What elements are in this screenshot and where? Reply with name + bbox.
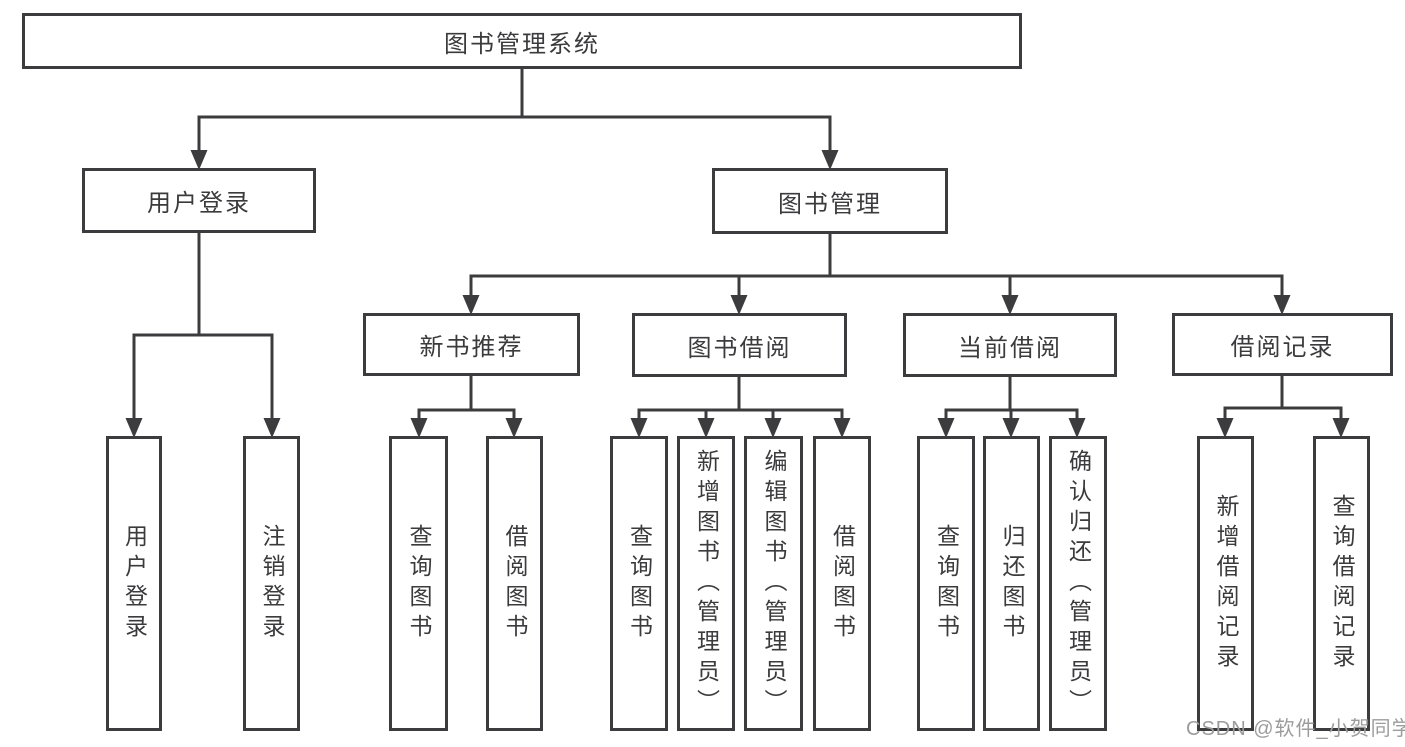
node-book-management: 图书管理 <box>712 168 948 234</box>
leaf-user-login: 用户登录 <box>106 436 162 731</box>
csdn-watermark: CSDN @软件_小贺同学 <box>1186 718 1405 740</box>
leaf-confirm-return-admin: 确认归还（管理员） <box>1049 436 1107 731</box>
leaf-query-borrow-record-label: 查询借阅记录 <box>1329 493 1355 674</box>
leaf-add-borrow-record: 新增借阅记录 <box>1197 436 1254 731</box>
node-user-login: 用户登录 <box>82 168 316 233</box>
leaf-query-books-borrow-label: 查询图书 <box>626 523 653 644</box>
leaf-user-login-label: 用户登录 <box>121 523 148 644</box>
leaf-edit-books-admin: 编辑图书（管理员） <box>744 436 803 731</box>
leaf-edit-books-admin-label: 编辑图书（管理员） <box>761 448 787 719</box>
node-current-borrow: 当前借阅 <box>903 313 1117 377</box>
leaf-add-borrow-record-label: 新增借阅记录 <box>1213 493 1239 674</box>
leaf-query-books-recommend: 查询图书 <box>389 436 448 731</box>
node-new-book-recommend: 新书推荐 <box>363 313 580 376</box>
leaf-borrow-books: 借阅图书 <box>813 436 871 731</box>
leaf-confirm-return-admin-label: 确认归还（管理员） <box>1065 448 1092 719</box>
leaf-query-books-current: 查询图书 <box>917 436 975 731</box>
leaf-return-books: 归还图书 <box>983 436 1040 731</box>
node-root-library-system: 图书管理系统 <box>22 13 1022 69</box>
leaf-query-books-current-label: 查询图书 <box>933 523 960 644</box>
leaf-query-borrow-record: 查询借阅记录 <box>1313 436 1370 731</box>
leaf-query-books-borrow: 查询图书 <box>610 436 668 731</box>
node-borrow-records: 借阅记录 <box>1172 313 1393 376</box>
leaf-query-books-recommend-label: 查询图书 <box>406 523 432 644</box>
leaf-logout-login: 注销登录 <box>243 436 300 731</box>
leaf-borrow-books-label: 借阅图书 <box>829 523 856 644</box>
leaf-return-books-label: 归还图书 <box>999 523 1025 644</box>
leaf-borrow-books-recommend: 借阅图书 <box>486 436 543 731</box>
leaf-add-books-admin: 新增图书（管理员） <box>677 436 735 731</box>
node-book-borrow: 图书借阅 <box>632 313 847 377</box>
leaf-borrow-books-recommend-label: 借阅图书 <box>502 523 528 644</box>
leaf-logout-login-label: 注销登录 <box>259 523 285 644</box>
leaf-add-books-admin-label: 新增图书（管理员） <box>693 448 720 719</box>
